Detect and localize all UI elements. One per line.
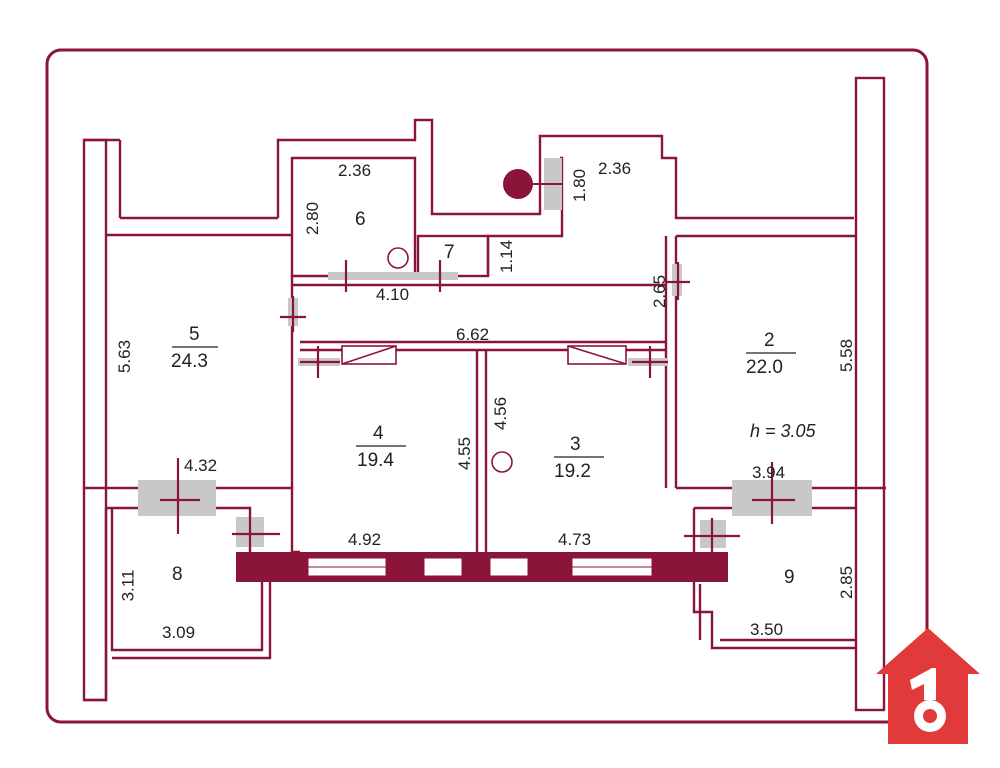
dim-r5-side: 5.63 [115,339,135,374]
dim-r9-bottom: 3.50 [750,620,784,639]
dim-r4-bottom: 4.92 [348,530,382,549]
dim-r2-upper: 2.65 [650,274,670,309]
walls [82,76,886,712]
door-sashes [341,345,627,365]
room-4-number: 4 [373,423,384,444]
logo-house-key-icon [876,628,980,744]
dim-hall-side: 1.80 [570,168,590,203]
outer-frame [45,48,929,724]
dim-r9-side: 2.85 [837,565,857,600]
balcony-glazing [236,552,728,582]
drain-icon [387,247,409,269]
dim-corr-len: 4.10 [376,285,410,304]
dim-r3-side: 4.56 [491,396,511,431]
dimension-ticks [160,260,795,552]
ceiling-height: h = 3.05 [750,421,816,441]
room-7-number: 7 [444,242,455,263]
fraction-bars [172,346,796,458]
room-3-area: 19.2 [554,461,591,482]
dim-center-len: 6.62 [456,325,490,344]
room-5-area: 24.3 [171,351,208,372]
drain-icon-2 [491,451,513,473]
dim-r7-side: 1.14 [497,239,517,274]
dim-r2-bottom: 3.94 [752,463,786,482]
room-2-area: 22.0 [746,357,783,378]
room-3-number: 3 [570,434,581,455]
dim-hall-top: 2.36 [598,159,632,178]
room-5-number: 5 [189,324,200,345]
dim-r5-bottom: 4.32 [184,456,218,475]
dim-r6-side: 2.80 [303,201,323,236]
dim-r6-top: 2.36 [338,161,372,180]
room-6-number: 6 [355,209,366,230]
dim-r2-side: 5.58 [837,338,857,373]
windows [138,158,812,548]
room-9-number: 9 [784,567,795,588]
dim-r4-side: 4.55 [455,436,475,471]
riser-icon [503,169,533,199]
dim-r8-side: 3.11 [118,569,138,602]
room-4-area: 19.4 [357,450,394,471]
room-2-number: 2 [764,330,775,351]
dim-r8-bottom: 3.09 [162,623,196,642]
room-8-number: 8 [172,564,183,585]
dim-r3-bottom: 4.73 [558,530,592,549]
